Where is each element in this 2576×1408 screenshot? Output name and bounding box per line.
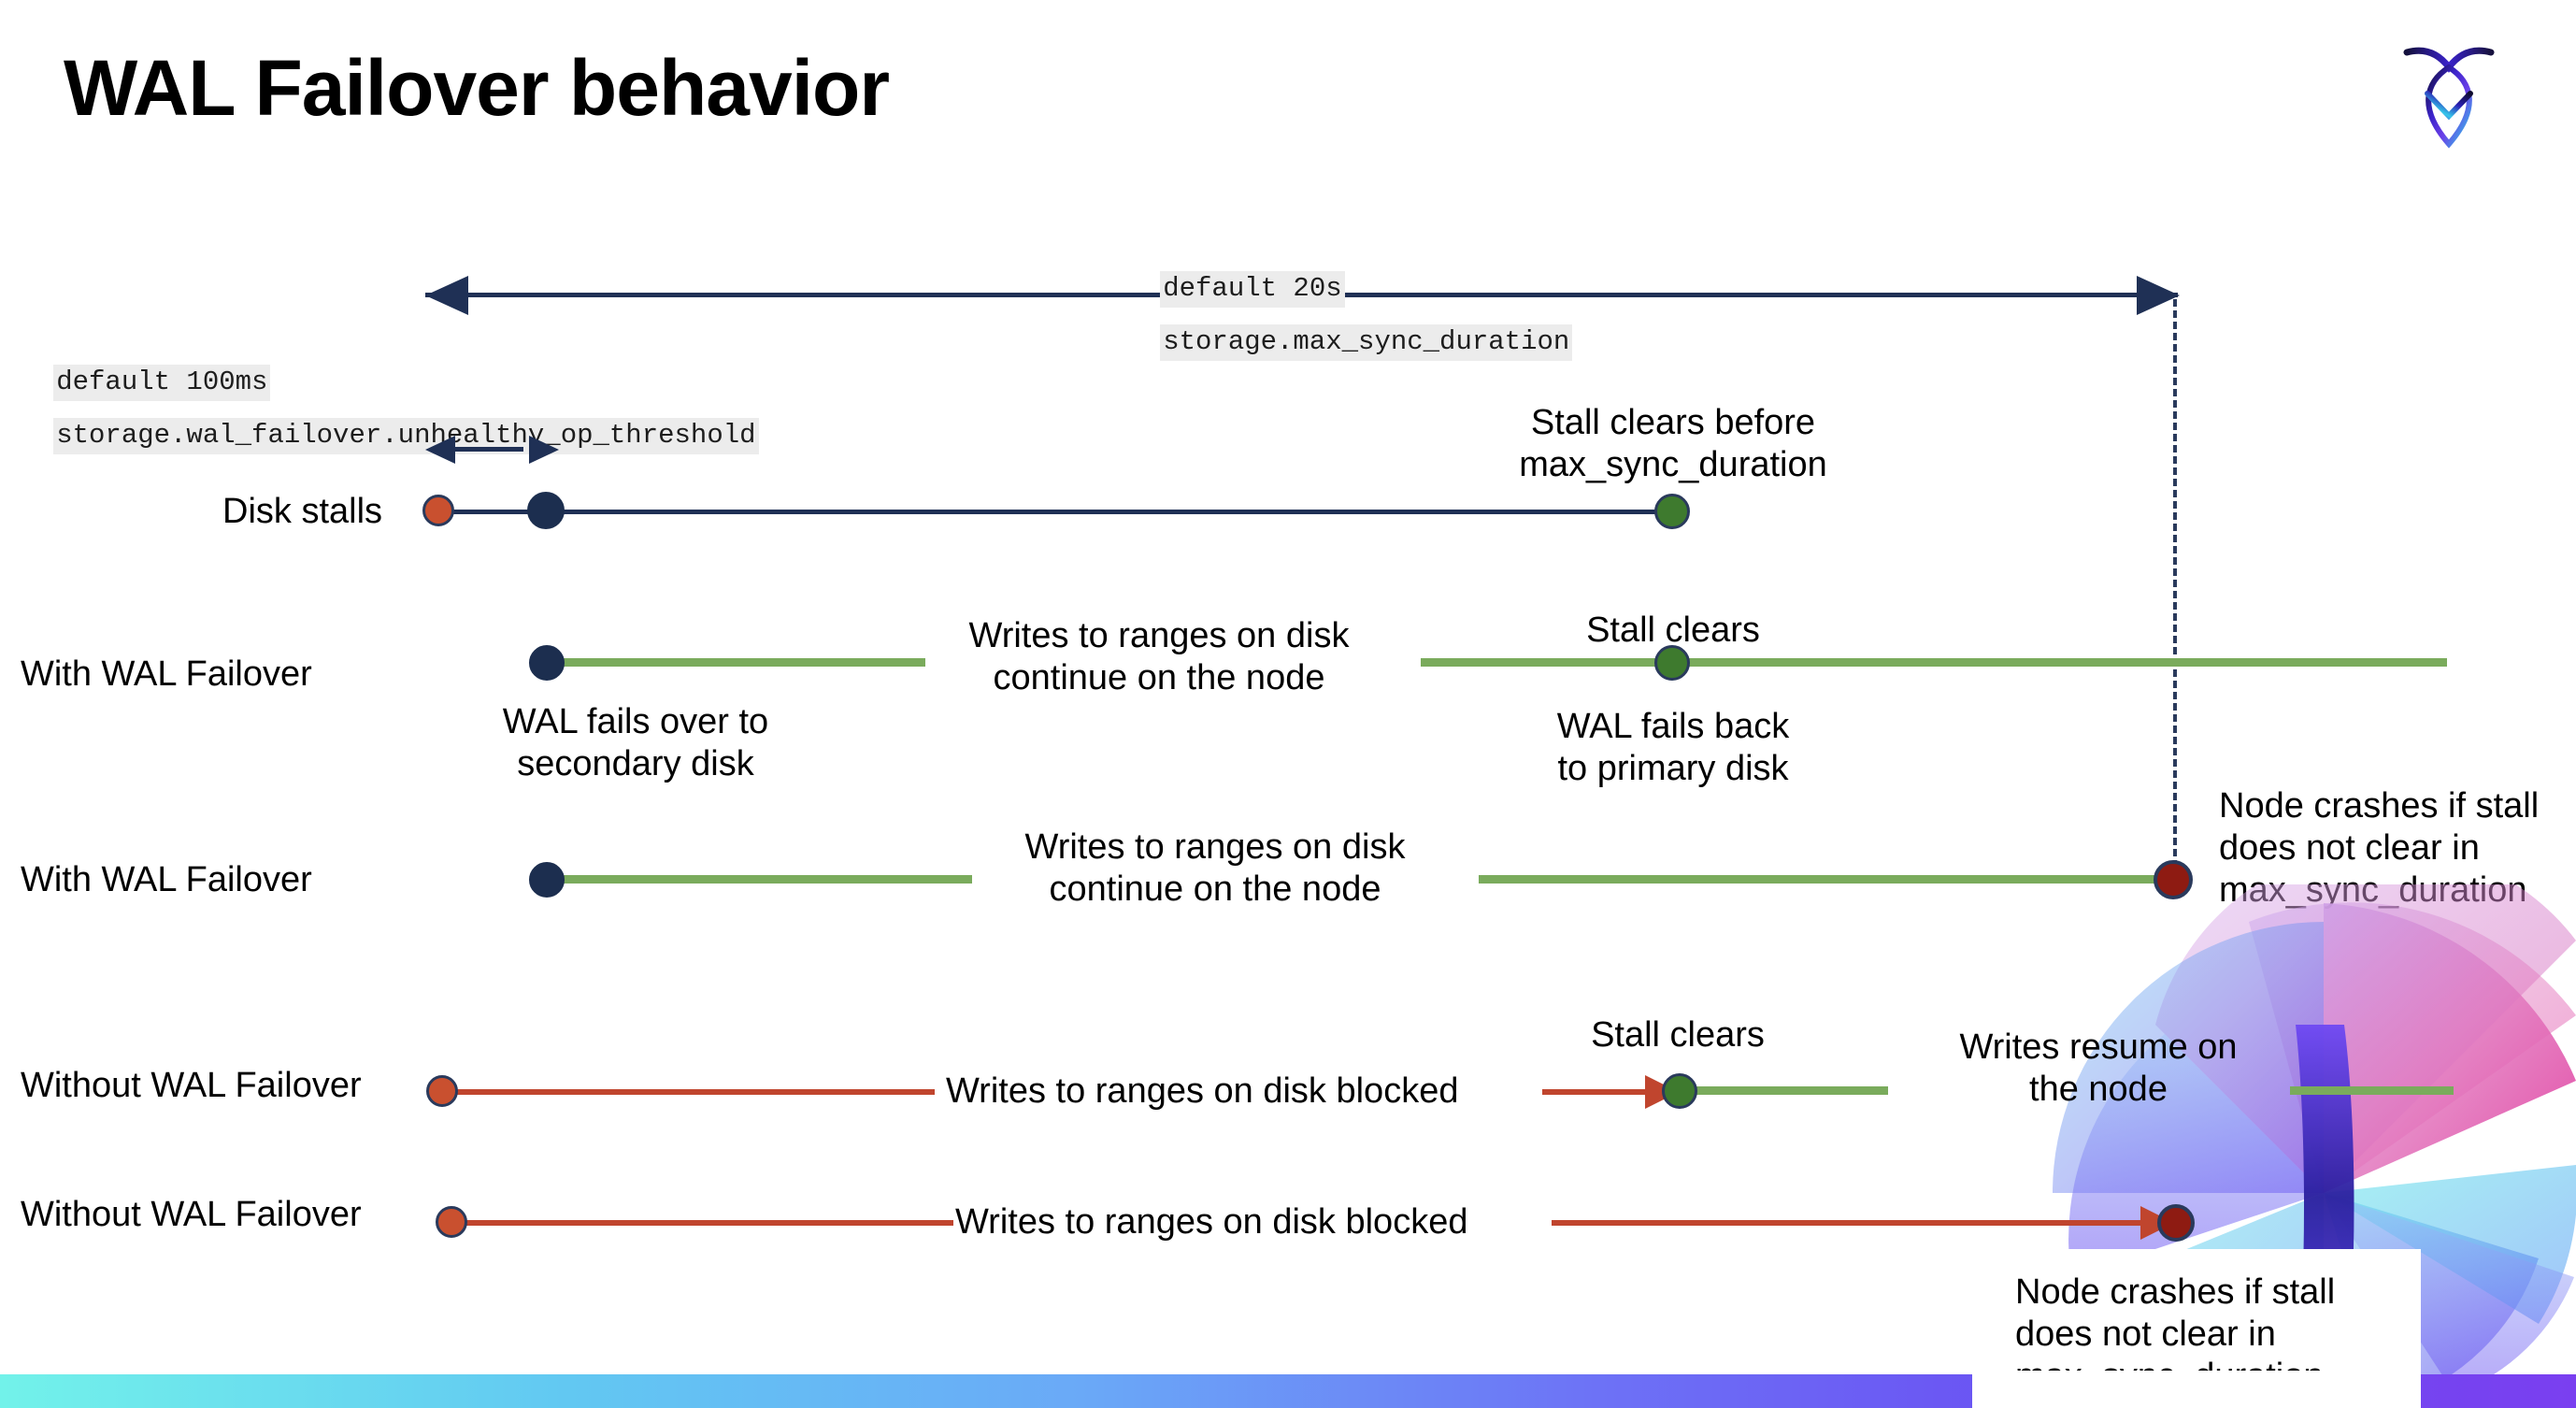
- note-writes-resume: Writes resume on the node: [1925, 1027, 2271, 1111]
- page-title: WAL Failover behavior: [64, 44, 890, 132]
- note-wal-fails-back-line1: WAL fails back: [1556, 707, 1790, 746]
- note-wal-fails-over: WAL fails over to secondary disk: [449, 701, 823, 785]
- unhealthy-op-threshold-annotation: default 100ms storage.wal_failover.unhea…: [36, 348, 759, 454]
- note-wal-fails-back-line2: to primary disk: [1557, 748, 1789, 788]
- note-writes-blocked-1: Writes to ranges on disk blocked: [946, 1071, 1459, 1111]
- wal-failover-trigger-dot: [527, 492, 565, 529]
- note-writes-continue-2: Writes to ranges on disk continue on the…: [991, 826, 1439, 911]
- note-stall-clears-1: Stall clears: [1586, 611, 1760, 650]
- max-sync-left-arrowhead-icon: [425, 276, 468, 320]
- disk-stall-clears-dot: [1654, 494, 1690, 529]
- with-wal-failover-1-segment-a: [542, 658, 925, 667]
- row-label-with-wal-failover-1: With WAL Failover: [21, 654, 312, 694]
- note-node-crashes-1-line1: Node crashes if stall: [2219, 786, 2540, 826]
- with-wal-failover-2-segment-b: [1479, 875, 2180, 884]
- row-label-without-wal-failover-1: Without WAL Failover: [21, 1066, 362, 1105]
- without-wal-failover-2-blocked-b: [1552, 1220, 2159, 1226]
- with-wal-failover-2-segment-a: [542, 875, 972, 884]
- note-wal-fails-over-line2: secondary disk: [517, 743, 754, 783]
- disk-stall-start-dot: [422, 495, 454, 526]
- bottom-bar-cutout: [1972, 1371, 2421, 1408]
- note-writes-continue-1-line1: Writes to ranges on disk: [968, 616, 1350, 655]
- note-writes-resume-line1: Writes resume on: [1959, 1027, 2238, 1067]
- with-wal-failover-2-start-dot: [529, 862, 565, 898]
- unhealthy-op-default-label: default 100ms: [53, 365, 271, 401]
- note-writes-blocked-2: Writes to ranges on disk blocked: [955, 1202, 1468, 1242]
- row-label-disk-stalls: Disk stalls: [222, 492, 383, 531]
- note-writes-continue-2-line2: continue on the node: [1049, 869, 1381, 909]
- without-wal-failover-2-node-crash-dot: [2157, 1204, 2195, 1242]
- without-wal-failover-2-start-dot: [436, 1206, 467, 1238]
- unhealthy-op-threshold-span-line: [439, 447, 523, 452]
- note-stall-clears-before-line1: Stall clears before: [1530, 403, 1816, 442]
- max-sync-duration-dashed-guide: [2173, 299, 2177, 879]
- row-label-with-wal-failover-2: With WAL Failover: [21, 860, 312, 899]
- note-writes-continue-1-line2: continue on the node: [993, 657, 1325, 697]
- threshold-left-arrowhead-icon: [425, 436, 455, 468]
- max-sync-setting-label: storage.max_sync_duration: [1160, 323, 1573, 361]
- note-node-crashes-2-line2: does not clear in: [2015, 1314, 2276, 1354]
- threshold-right-arrowhead-icon: [529, 436, 559, 468]
- disk-stalls-timeline: [439, 510, 1673, 514]
- row-label-without-wal-failover-2: Without WAL Failover: [21, 1195, 362, 1234]
- note-stall-clears-before: Stall clears before max_sync_duration: [1496, 402, 1851, 486]
- note-wal-fails-over-line1: WAL fails over to: [502, 702, 769, 741]
- with-wal-failover-1-segment-b: [1421, 658, 2447, 667]
- note-writes-resume-line2: the node: [2029, 1069, 2168, 1109]
- note-stall-clears-2: Stall clears: [1591, 1015, 1765, 1055]
- without-wal-failover-1-start-dot: [426, 1075, 458, 1107]
- note-writes-continue-2-line1: Writes to ranges on disk: [1024, 827, 1406, 867]
- without-wal-failover-1-resume-a: [1692, 1086, 1888, 1095]
- max-sync-right-arrowhead-icon: [2137, 276, 2180, 320]
- max-sync-default-label: default 20s: [1160, 271, 1345, 308]
- with-wal-failover-1-start-dot: [529, 645, 565, 681]
- max-sync-duration-annotation: default 20s storage.max_sync_duration: [1142, 254, 1573, 361]
- note-writes-continue-1: Writes to ranges on disk continue on the…: [935, 615, 1383, 699]
- without-wal-failover-1-resume-b: [2290, 1086, 2454, 1095]
- note-stall-clears-before-line2: max_sync_duration: [1519, 444, 1827, 484]
- note-node-crashes-1-line2: does not clear in: [2219, 827, 2480, 868]
- note-node-crashes-2-line1: Node crashes if stall: [2015, 1272, 2336, 1312]
- without-wal-failover-1-blocked-b: [1542, 1089, 1664, 1095]
- without-wal-failover-1-stall-clears-dot: [1662, 1073, 1697, 1109]
- cockroach-labs-logo-icon: [2388, 26, 2510, 157]
- without-wal-failover-2-blocked-a: [458, 1220, 953, 1226]
- unhealthy-op-setting-label: storage.wal_failover.unhealthy_op_thresh…: [53, 417, 759, 454]
- note-wal-fails-back: WAL fails back to primary disk: [1514, 706, 1832, 790]
- with-wal-failover-2-node-crash-dot: [2154, 860, 2193, 899]
- with-wal-failover-1-stall-clears-dot: [1654, 645, 1690, 681]
- without-wal-failover-1-blocked-a: [449, 1089, 935, 1095]
